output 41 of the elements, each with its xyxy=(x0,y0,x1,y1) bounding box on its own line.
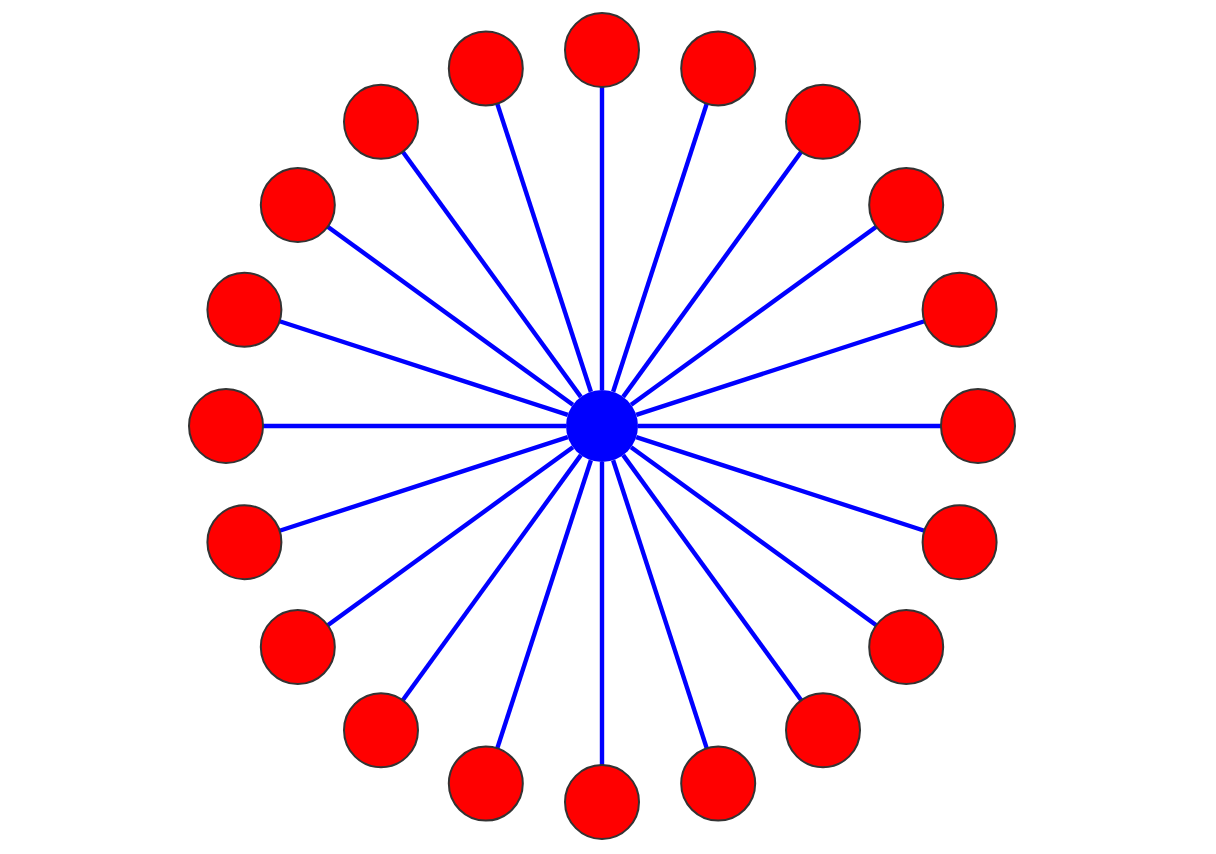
circle-node xyxy=(868,609,945,685)
circle-node xyxy=(564,12,640,88)
circle-node xyxy=(206,271,283,348)
connector-line xyxy=(495,459,593,750)
connector-line xyxy=(629,224,878,407)
circle-node xyxy=(921,504,998,581)
circle-node xyxy=(564,764,640,840)
connector-line xyxy=(611,102,709,393)
circle-node xyxy=(206,504,283,581)
connector-line xyxy=(495,102,593,393)
circle-node xyxy=(447,745,524,822)
connector-line xyxy=(400,453,583,702)
circle-node xyxy=(921,271,998,348)
connector-line xyxy=(638,423,941,429)
circle-node xyxy=(259,167,336,243)
connector-line xyxy=(635,435,926,533)
connector-line xyxy=(635,319,926,417)
circle-node xyxy=(868,167,945,243)
circle-node xyxy=(680,745,757,822)
connector-line xyxy=(599,87,605,390)
circle-node xyxy=(785,692,861,769)
connector-line xyxy=(278,319,569,417)
circle-node xyxy=(188,388,264,464)
hub-node xyxy=(566,390,638,462)
connector-line xyxy=(611,459,709,750)
connector-line xyxy=(400,150,583,399)
circle-node xyxy=(940,388,1016,464)
circle-node xyxy=(680,30,757,107)
circle-node xyxy=(343,692,419,769)
connector-line xyxy=(278,435,569,533)
connector-line xyxy=(326,445,575,628)
circle-node xyxy=(259,609,336,685)
connector-line xyxy=(599,462,605,765)
connector-line xyxy=(621,453,804,702)
connector-line xyxy=(629,445,878,628)
connector-line xyxy=(263,423,566,429)
circle-node xyxy=(343,83,419,160)
circle-node xyxy=(785,83,861,160)
connector-line xyxy=(326,224,575,407)
circle-node xyxy=(447,30,524,107)
connector-line xyxy=(621,150,804,399)
